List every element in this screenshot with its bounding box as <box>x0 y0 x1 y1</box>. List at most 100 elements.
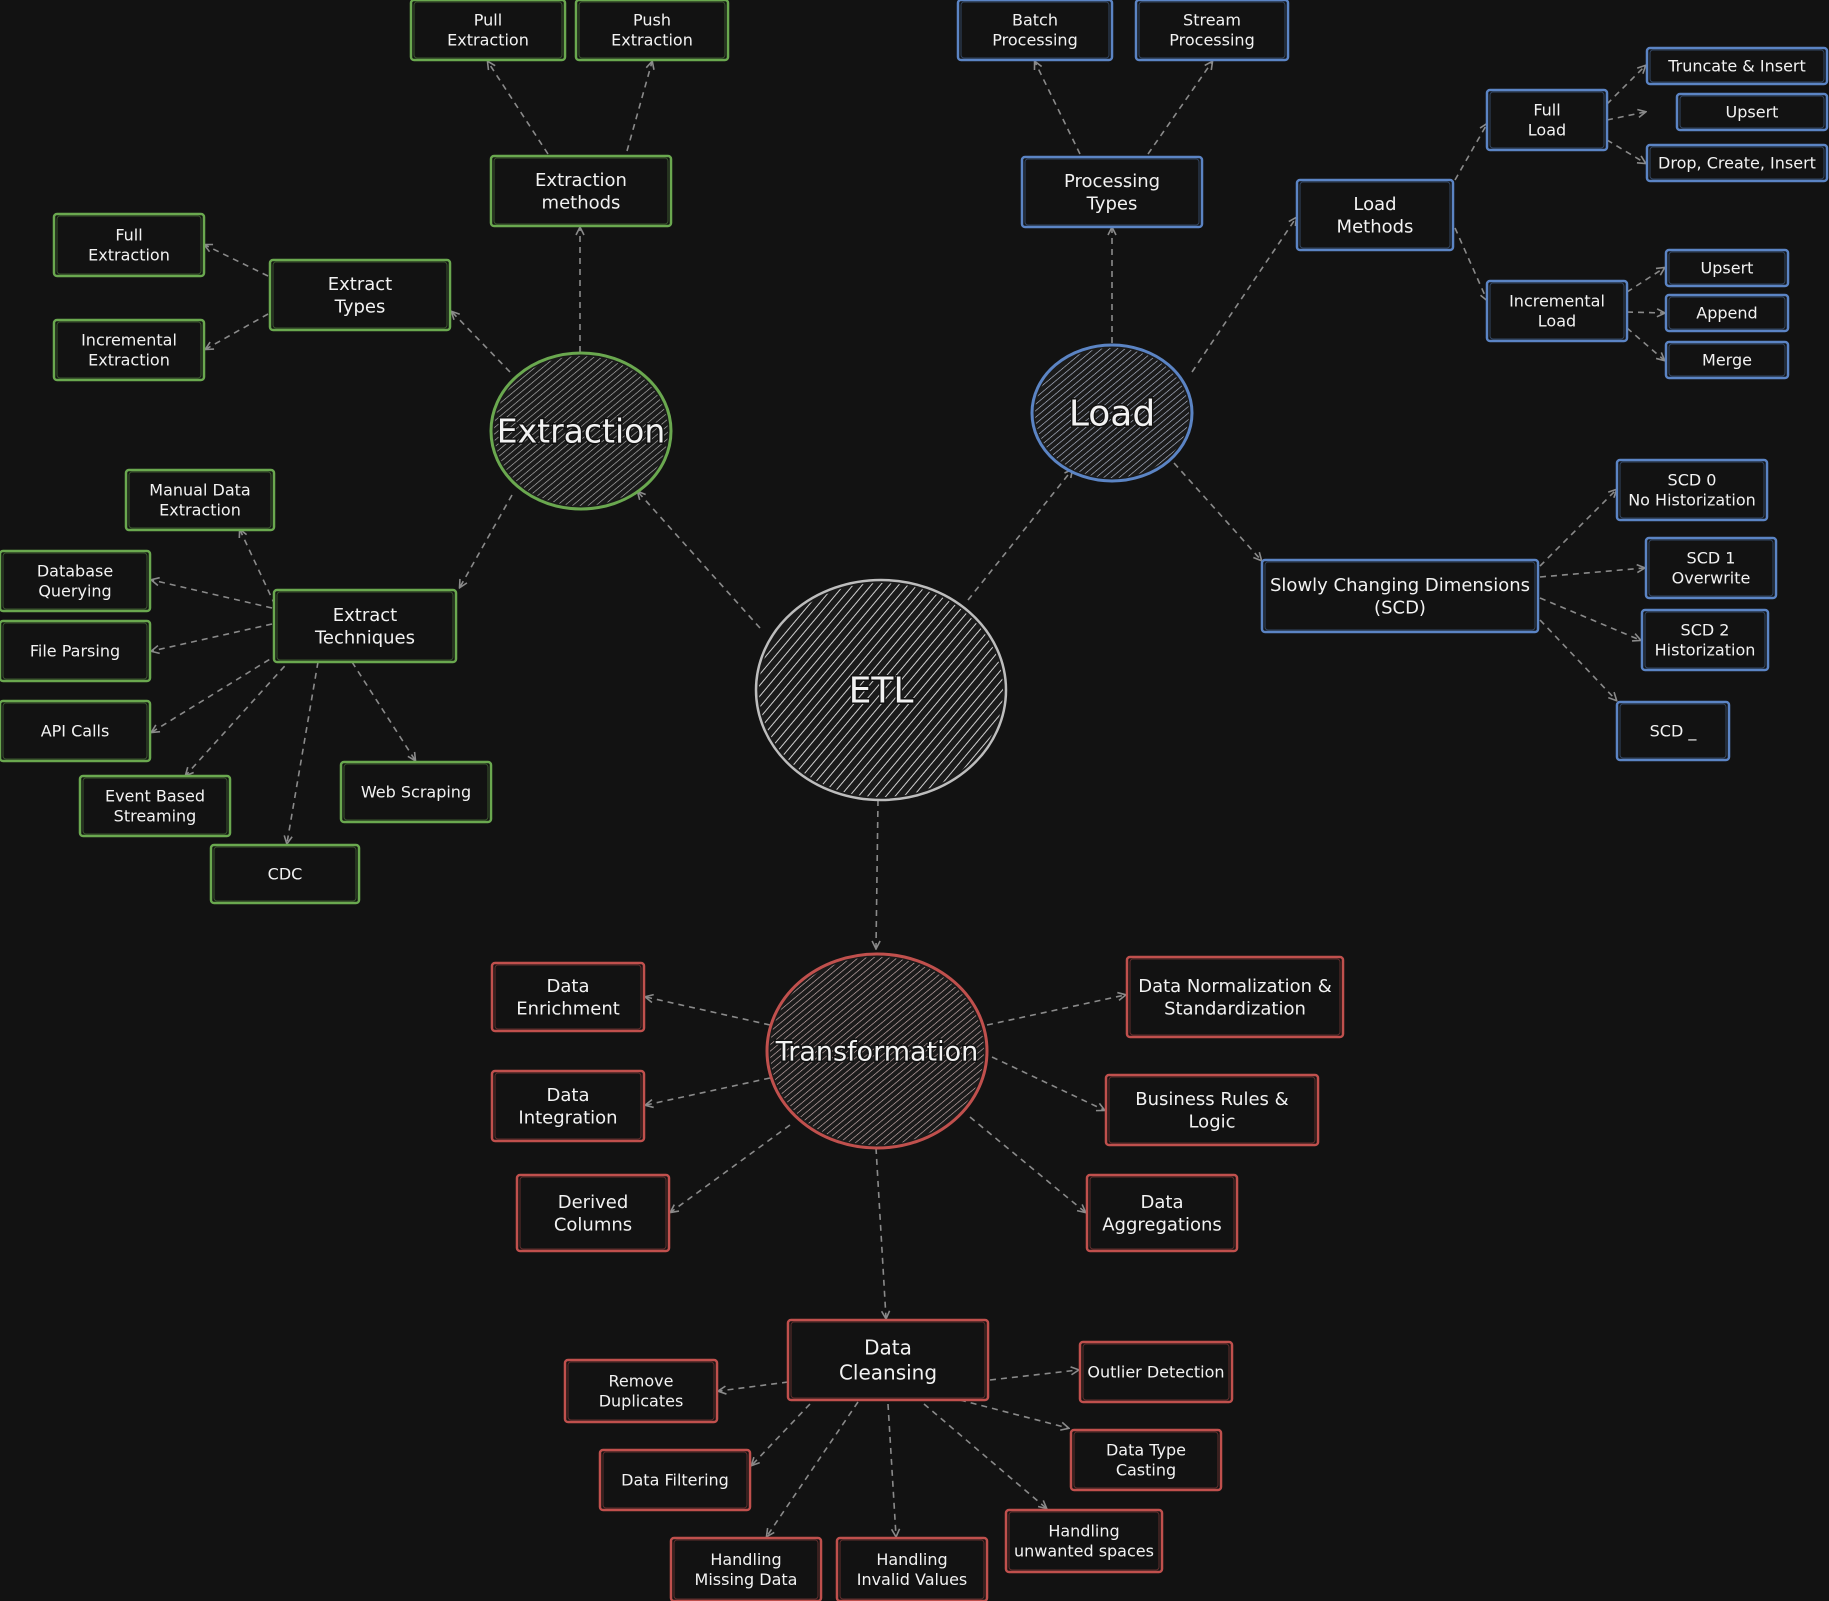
pull-extraction-label-line-1: Pull <box>474 11 502 30</box>
data-filtering-box <box>598 1448 752 1512</box>
incremental-upsert-label-line-1: Upsert <box>1701 259 1754 278</box>
append-box <box>1664 293 1790 333</box>
pull-extraction-box <box>409 0 567 62</box>
push-extraction-label-line-1: Push <box>633 11 671 30</box>
merge-label-line-1: Merge <box>1702 351 1752 370</box>
incremental-load-box-sketch <box>1489 282 1625 340</box>
batch-processing-label-line-1: Batch <box>1012 11 1058 30</box>
load-hub-label: Load <box>1069 394 1155 435</box>
file-parsing-box <box>0 619 152 683</box>
database-querying-box-sketch <box>2 552 148 610</box>
data-enrichment-label-line-1: Data <box>547 976 590 997</box>
stream-processing-label-line-2: Processing <box>1169 31 1254 50</box>
incremental-upsert-node: Upsert <box>1664 248 1790 288</box>
data-filtering-node: Data Filtering <box>598 1448 752 1512</box>
handling-missing-data-label-line-1: Handling <box>710 1550 781 1569</box>
data-type-casting-box <box>1069 1428 1223 1492</box>
connector-arrow-37 <box>671 1124 791 1212</box>
full-load-label-line-1: Full <box>1533 101 1560 120</box>
load-methods-box <box>1295 178 1455 252</box>
data-enrichment-box-sketch <box>494 964 642 1030</box>
manual-data-extraction-box-sketch <box>128 471 272 529</box>
manual-data-extraction-label-line-2: Extraction <box>159 501 241 520</box>
incremental-load-label-line-1: Incremental <box>1509 292 1605 311</box>
etl-hub-label: ETL <box>849 671 914 712</box>
connector-arrow-10 <box>460 494 513 587</box>
connector-arrow-3 <box>876 799 878 948</box>
handling-unwanted-spaces-label-line-2: unwanted spaces <box>1014 1542 1154 1561</box>
scd-2-box <box>1640 608 1770 672</box>
file-parsing-label-line-1: File Parsing <box>30 642 120 661</box>
data-cleansing-label-line-2: Cleansing <box>839 1361 937 1385</box>
extraction-methods-label-line-1: Extraction <box>535 170 627 191</box>
connector-arrow-11 <box>240 530 276 606</box>
handling-invalid-values-label-line-1: Handling <box>876 1550 947 1569</box>
database-querying-label-line-2: Querying <box>38 582 111 601</box>
api-calls-box-sketch <box>2 702 148 760</box>
data-type-casting-box-sketch <box>1073 1431 1219 1489</box>
connector-arrow-29 <box>1626 327 1664 360</box>
extraction-hub-label: Extraction <box>497 412 665 451</box>
scd-2-label-line-1: SCD 2 <box>1681 621 1730 640</box>
data-aggregations-box-sketch <box>1089 1176 1235 1250</box>
connector-arrow-30 <box>1173 462 1261 560</box>
scd-1-box <box>1644 536 1778 600</box>
stream-processing-box <box>1134 0 1290 62</box>
data-integration-label-line-1: Data <box>547 1085 590 1106</box>
scd-more-node: SCD _ <box>1615 700 1731 762</box>
derived-columns-box-sketch <box>519 1176 667 1250</box>
data-cleansing-box <box>786 1318 990 1402</box>
data-cleansing-label-line-1: Data <box>864 1336 912 1360</box>
event-based-streaming-label-line-1: Event Based <box>105 787 205 806</box>
scd-0-box-sketch <box>1619 461 1765 519</box>
manual-data-extraction-label-line-1: Manual Data <box>149 481 250 500</box>
drop-create-insert-node: Drop, Create, Insert <box>1645 143 1829 183</box>
handling-invalid-values-box-sketch <box>839 1539 985 1600</box>
connector-arrow-43 <box>989 1370 1078 1381</box>
connector-arrow-46 <box>887 1403 896 1536</box>
remove-duplicates-box-sketch <box>567 1361 715 1421</box>
scd-more-box <box>1615 700 1731 762</box>
connector-arrow-27 <box>1626 268 1664 293</box>
scd-0-label-line-2: No Historization <box>1628 491 1756 510</box>
load-hub: Load <box>1030 343 1194 483</box>
handling-unwanted-spaces-label-line-1: Handling <box>1048 1522 1119 1541</box>
manual-data-extraction-box <box>124 468 276 532</box>
extract-types-box-sketch <box>272 261 448 329</box>
data-filtering-box-sketch <box>602 1451 748 1509</box>
full-extraction-box-sketch <box>56 215 202 275</box>
connector-arrow-33 <box>1539 597 1640 640</box>
truncate-insert-box <box>1645 46 1829 86</box>
connector-arrow-41 <box>875 1147 886 1318</box>
connector-arrow-26 <box>1606 139 1645 163</box>
connector-arrow-42 <box>719 1381 789 1391</box>
data-normalization-node: Data Normalization &Standardization <box>1125 955 1345 1039</box>
business-rules-box <box>1104 1073 1320 1147</box>
connector-arrow-2 <box>967 470 1072 601</box>
append-box-sketch <box>1668 296 1786 330</box>
full-extraction-box <box>52 212 206 278</box>
slowly-changing-dimensions-node: Slowly Changing Dimensions(SCD) <box>1260 558 1540 634</box>
file-parsing-box-sketch <box>2 622 148 680</box>
connector-arrow-32 <box>1539 568 1644 578</box>
handling-unwanted-spaces-box <box>1004 1508 1164 1574</box>
business-rules-node: Business Rules &Logic <box>1104 1073 1320 1147</box>
full-load-box-sketch <box>1489 91 1605 149</box>
load-hub-hatching <box>1035 348 1189 478</box>
api-calls-label-line-1: API Calls <box>41 722 110 741</box>
data-cleansing-box-sketch <box>790 1321 986 1399</box>
data-type-casting-label-line-1: Data Type <box>1106 1441 1186 1460</box>
scd-1-label-line-2: Overwrite <box>1672 569 1751 588</box>
transformation-hub-label: Transformation <box>775 1036 979 1067</box>
scd-0-box <box>1615 458 1769 522</box>
